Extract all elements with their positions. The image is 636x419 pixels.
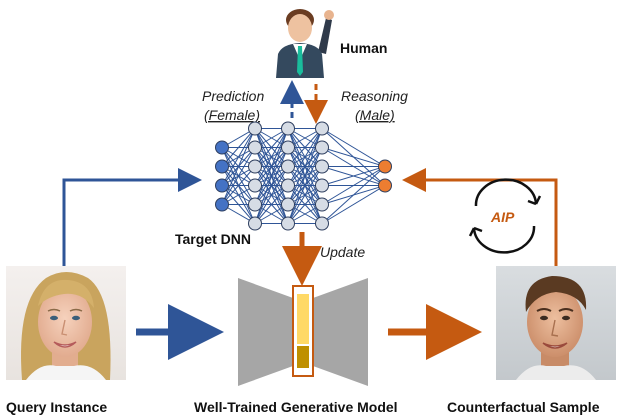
hidden-node [248, 178, 262, 193]
hidden-node [315, 216, 329, 231]
counterfactual-sample-image [496, 266, 616, 380]
input-node [215, 178, 229, 193]
hidden-node [281, 159, 295, 174]
target-dnn-label: Target DNN [175, 231, 251, 247]
prediction-label: Prediction [202, 88, 264, 104]
generative-model-label: Well-Trained Generative Model [194, 399, 398, 415]
network-edge [321, 166, 386, 186]
network-edge [287, 128, 323, 167]
network-edge [221, 128, 256, 186]
decoder-shape [313, 278, 368, 386]
hidden-node [281, 140, 295, 155]
human-label: Human [340, 40, 387, 56]
reasoning-label: Reasoning [341, 88, 408, 104]
network-edge [254, 128, 289, 205]
human-icon [276, 9, 334, 78]
hidden-node [315, 159, 329, 174]
hidden-node [248, 140, 262, 155]
generative-model [238, 278, 368, 386]
query-instance-image [6, 266, 126, 380]
reasoning-value: (Male) [355, 107, 395, 123]
network-edge [254, 147, 289, 224]
query-to-dnn-arrow [62, 168, 202, 266]
hidden-node [248, 197, 262, 212]
hidden-node [281, 121, 295, 136]
hidden-node [248, 216, 262, 231]
hidden-node [315, 121, 329, 136]
network-edge [221, 128, 256, 167]
network-edge [254, 128, 289, 167]
latent-code-lower [297, 346, 309, 368]
network-edge [287, 128, 323, 186]
hidden-node [281, 178, 295, 193]
cycle-arrows-icon [468, 178, 542, 254]
network-edge [221, 166, 256, 205]
encoder-shape [238, 278, 293, 386]
aip-label: AIP [490, 209, 515, 225]
hidden-node [281, 197, 295, 212]
network-edge [321, 166, 386, 205]
network-edge [254, 166, 289, 224]
prediction-value: (Female) [204, 107, 260, 123]
network-edge [321, 128, 386, 167]
hidden-node [248, 121, 262, 136]
network-edge [321, 185, 386, 224]
update-label: Update [320, 244, 365, 260]
network-edge [321, 147, 386, 167]
input-node [215, 159, 229, 174]
input-node [215, 140, 229, 155]
hidden-node [248, 159, 262, 174]
network-edge [287, 147, 323, 224]
input-node [215, 197, 229, 212]
network-edge [321, 166, 386, 224]
output-node [378, 178, 392, 193]
network-edge [287, 128, 323, 205]
output-node [378, 159, 392, 174]
network-edge [254, 185, 289, 224]
hidden-node [315, 140, 329, 155]
network-edge [287, 185, 323, 224]
hidden-node [315, 197, 329, 212]
counterfactual-sample-label: Counterfactual Sample [447, 399, 600, 415]
network-edge [221, 128, 256, 205]
latent-code-upper [297, 294, 309, 344]
network-edge [287, 166, 323, 224]
query-instance-label: Query Instance [6, 399, 107, 415]
network-edge [254, 128, 289, 186]
network-edge [221, 147, 256, 205]
target-dnn-network [215, 121, 392, 231]
counterfactual-to-dnn-arrow [402, 168, 558, 266]
hidden-node [281, 216, 295, 231]
hidden-node [315, 178, 329, 193]
